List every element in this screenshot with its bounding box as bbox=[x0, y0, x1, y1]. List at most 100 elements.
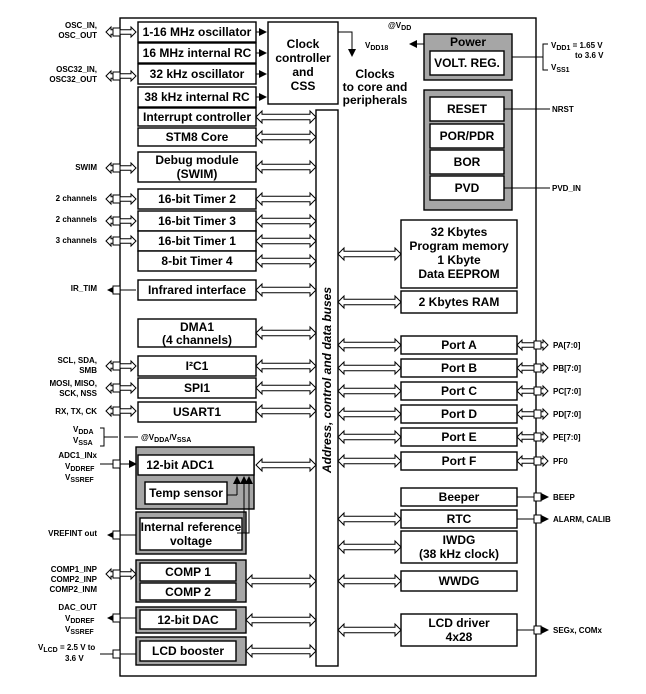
vdd1-label: VDD1 = 1.65 V bbox=[551, 41, 603, 52]
clock-ctrl-line3: and bbox=[292, 65, 313, 79]
lcd-driver-block bbox=[400, 613, 518, 647]
vdd18-label: VDD18 bbox=[365, 41, 388, 52]
tim4-bus-arrow bbox=[255, 253, 317, 269]
spi-label: SPI1 bbox=[184, 381, 210, 395]
clock-ctrl-line1: Clock bbox=[287, 37, 320, 51]
osc32-out-label: OSC32_OUT bbox=[49, 75, 97, 84]
vref-line1: Internal reference bbox=[141, 520, 242, 534]
spi-pins-line2: SCK, NSS bbox=[59, 389, 97, 398]
swim-pin-box bbox=[112, 163, 121, 173]
port-bus-arrow-4 bbox=[337, 429, 402, 445]
bor-block bbox=[429, 149, 505, 175]
port-a-label: Port A bbox=[441, 338, 477, 352]
port-pin-arrow-3 bbox=[516, 407, 549, 421]
port-pin-box-3 bbox=[533, 409, 542, 419]
port-bus-arrow-5 bbox=[337, 453, 402, 469]
port-pin-box-5 bbox=[533, 456, 542, 466]
pa-pins-label: PA[7:0] bbox=[553, 341, 581, 350]
iwdg-line1: IWDG bbox=[443, 533, 476, 547]
debug-block bbox=[137, 151, 257, 183]
port-bus-arrow-0 bbox=[337, 337, 402, 353]
dma-block bbox=[137, 318, 257, 348]
alarm-pin-box bbox=[533, 514, 542, 524]
intc-bus-arrow bbox=[255, 109, 317, 125]
tim3-pin-arrow bbox=[105, 214, 137, 228]
adc-label: 12-bit ADC1 bbox=[146, 458, 214, 472]
port-pin-arrow-2 bbox=[516, 384, 549, 398]
wwdg-bus-arrow bbox=[337, 573, 402, 589]
usart-pin-arrow bbox=[105, 404, 137, 418]
adc-pin-box bbox=[112, 459, 121, 469]
tim4-label: 8-bit Timer 4 bbox=[161, 254, 232, 268]
vddref-label: VDDREF bbox=[65, 462, 95, 473]
port-pin-arrow-0 bbox=[516, 338, 549, 352]
clocks-out-line2: to core and bbox=[343, 80, 408, 94]
port-d-label: Port D bbox=[441, 407, 477, 421]
rtc-label: RTC bbox=[447, 512, 472, 526]
comp-bus-arrow bbox=[245, 573, 317, 589]
comp2-inp-label: COMP2_INP bbox=[51, 575, 98, 584]
port-pin-box-0 bbox=[533, 340, 542, 350]
pd-pins-label: PD[7:0] bbox=[553, 410, 581, 419]
osc-1-16-label: 1-16 MHz oscillator bbox=[143, 25, 252, 39]
clocks-out-line1: Clocks bbox=[355, 67, 395, 81]
spi-pin-box bbox=[112, 383, 121, 393]
usart-label: USART1 bbox=[173, 405, 221, 419]
dma-bus-arrow bbox=[255, 325, 317, 341]
nrst-label: NRST bbox=[552, 105, 574, 114]
tim1-label: 16-bit Timer 1 bbox=[158, 234, 236, 248]
vlcd-label: VLCD = 2.5 V to bbox=[38, 643, 95, 654]
reset-label: RESET bbox=[447, 102, 488, 116]
adc-bus-arrow bbox=[255, 457, 317, 473]
rtc-bus-arrow bbox=[337, 511, 402, 527]
por-label: POR/PDR bbox=[440, 129, 495, 143]
tim1-pin-arrow bbox=[105, 234, 137, 248]
clocks-out-line3: peripherals bbox=[343, 93, 408, 107]
usart-pin-box bbox=[112, 406, 121, 416]
debug-line2: (SWIM) bbox=[177, 167, 218, 181]
iwdg-bus-arrow bbox=[337, 539, 402, 555]
tim3-bus-arrow bbox=[255, 213, 317, 229]
beep-pin-label: BEEP bbox=[553, 493, 575, 502]
tim3-pin-box bbox=[112, 216, 121, 226]
lcd-driver-line2: 4x28 bbox=[446, 630, 473, 644]
tim1-pin-box bbox=[112, 236, 121, 246]
power-label: Power bbox=[450, 35, 486, 49]
clock-controller-block bbox=[267, 21, 339, 105]
i2c-pins-line1: SCL, SDA, bbox=[57, 356, 97, 365]
vss1-label: VSS1 bbox=[551, 63, 570, 74]
comp1-label: COMP 1 bbox=[165, 565, 211, 579]
comp1-inp-label: COMP1_INP bbox=[51, 565, 98, 574]
wwdg-label: WWDG bbox=[439, 574, 480, 588]
memory-line1: 32 Kbytes bbox=[431, 225, 488, 239]
comp2-inm-label: COMP2_INM bbox=[49, 585, 97, 594]
osc-32k-label: 32 kHz oscillator bbox=[150, 67, 245, 81]
mem-bus-arrow bbox=[337, 246, 402, 262]
vdda-label: VDDA bbox=[73, 425, 94, 436]
port-bus-arrow-3 bbox=[337, 406, 402, 422]
pc-pins-label: PC[7:0] bbox=[553, 387, 581, 396]
por-block bbox=[429, 123, 505, 149]
tim1-bus-arrow bbox=[255, 233, 317, 249]
vrefint-pin-box bbox=[112, 530, 121, 540]
interrupt-ctrl-label: Interrupt controller bbox=[143, 110, 251, 124]
usart-block bbox=[137, 401, 257, 423]
port-pin-box-4 bbox=[533, 432, 542, 442]
lcd-driver-line1: LCD driver bbox=[428, 616, 490, 630]
tim2-channels-label: 2 channels bbox=[56, 194, 98, 203]
dac-pin-box bbox=[112, 613, 121, 623]
osc32-in-label: OSC32_IN, bbox=[56, 65, 97, 74]
memory-line4: Data EEPROM bbox=[418, 267, 499, 281]
port-pin-box-1 bbox=[533, 363, 542, 373]
pvd-in-label: PVD_IN bbox=[552, 184, 581, 193]
memory-line3: 1 Kbyte bbox=[437, 253, 481, 267]
temp-sensor-block bbox=[144, 481, 228, 505]
usart-pins-label: RX, TX, CK bbox=[55, 407, 97, 416]
lcd-booster-label: LCD booster bbox=[152, 644, 224, 658]
osc-pin-box bbox=[112, 27, 121, 37]
ram-bus-arrow bbox=[337, 294, 402, 310]
reset-block bbox=[429, 96, 505, 122]
i2c-pins-line2: SMB bbox=[79, 366, 97, 375]
i2c-bus-arrow bbox=[255, 358, 317, 374]
